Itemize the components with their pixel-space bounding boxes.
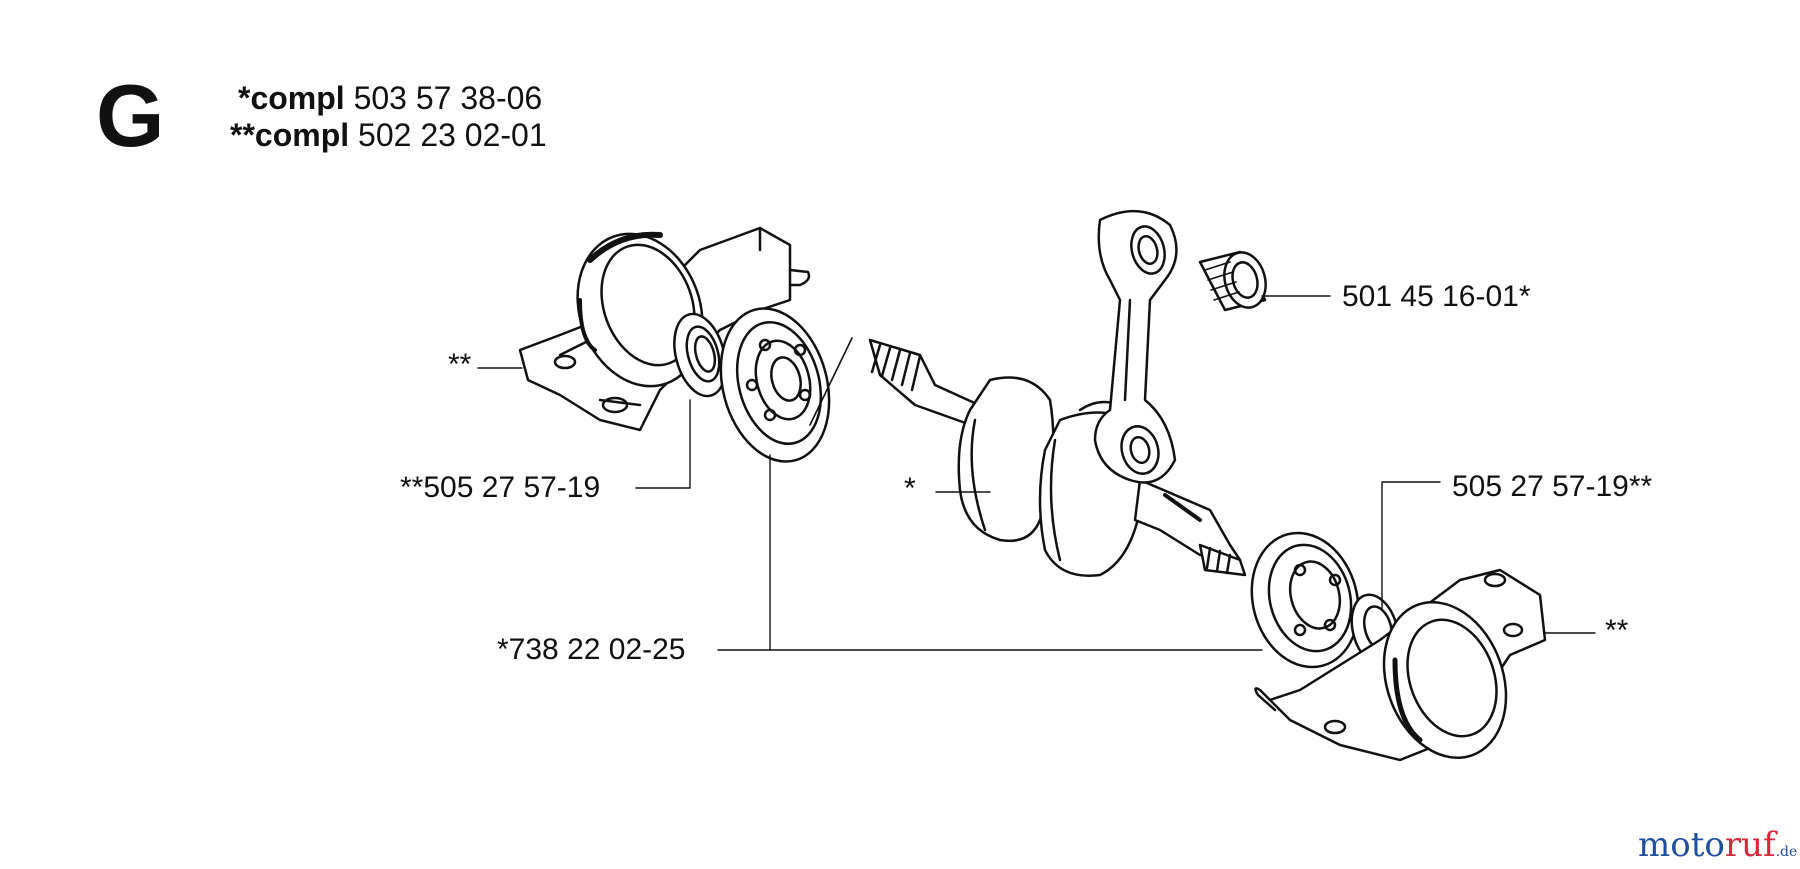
compl-line-2: **compl 502 23 02-01 <box>230 119 547 151</box>
compl-prefix-1: *compl <box>238 80 345 116</box>
crankshaft <box>868 338 1247 577</box>
assembly-line-left <box>809 337 853 426</box>
leader-lines <box>477 295 1596 651</box>
left-oil-seal <box>673 312 727 398</box>
compl-prefix-2: **compl <box>230 117 350 153</box>
watermark-logo: motoruf.de <box>1638 825 1798 865</box>
label-crankshaft: * <box>904 472 916 505</box>
label-left-housing: ** <box>448 348 472 381</box>
label-right-housing: ** <box>1605 614 1629 647</box>
connecting-rod <box>1093 209 1178 484</box>
label-ball-bearing: *738 22 02-25 <box>497 633 686 666</box>
left-bearing-housing <box>518 226 811 432</box>
label-needle-bearing: 501 45 16-01* <box>1342 280 1531 313</box>
compl-part-2: 502 23 02-01 <box>358 117 547 153</box>
section-letter: G <box>96 66 165 165</box>
leader-left-seal <box>635 399 691 489</box>
right-ball-bearing <box>1250 531 1360 669</box>
needle-bearing <box>1198 250 1267 312</box>
right-bearing-housing <box>1254 568 1547 762</box>
compl-line-1: *compl 503 57 38-06 <box>238 82 542 114</box>
left-ball-bearing <box>719 307 831 463</box>
label-right-seal: 505 27 57-19** <box>1452 470 1653 503</box>
compl-part-1: 503 57 38-06 <box>353 80 543 116</box>
leader-right-seal <box>1381 481 1441 611</box>
label-left-seal: **505 27 57-19 <box>400 471 601 504</box>
